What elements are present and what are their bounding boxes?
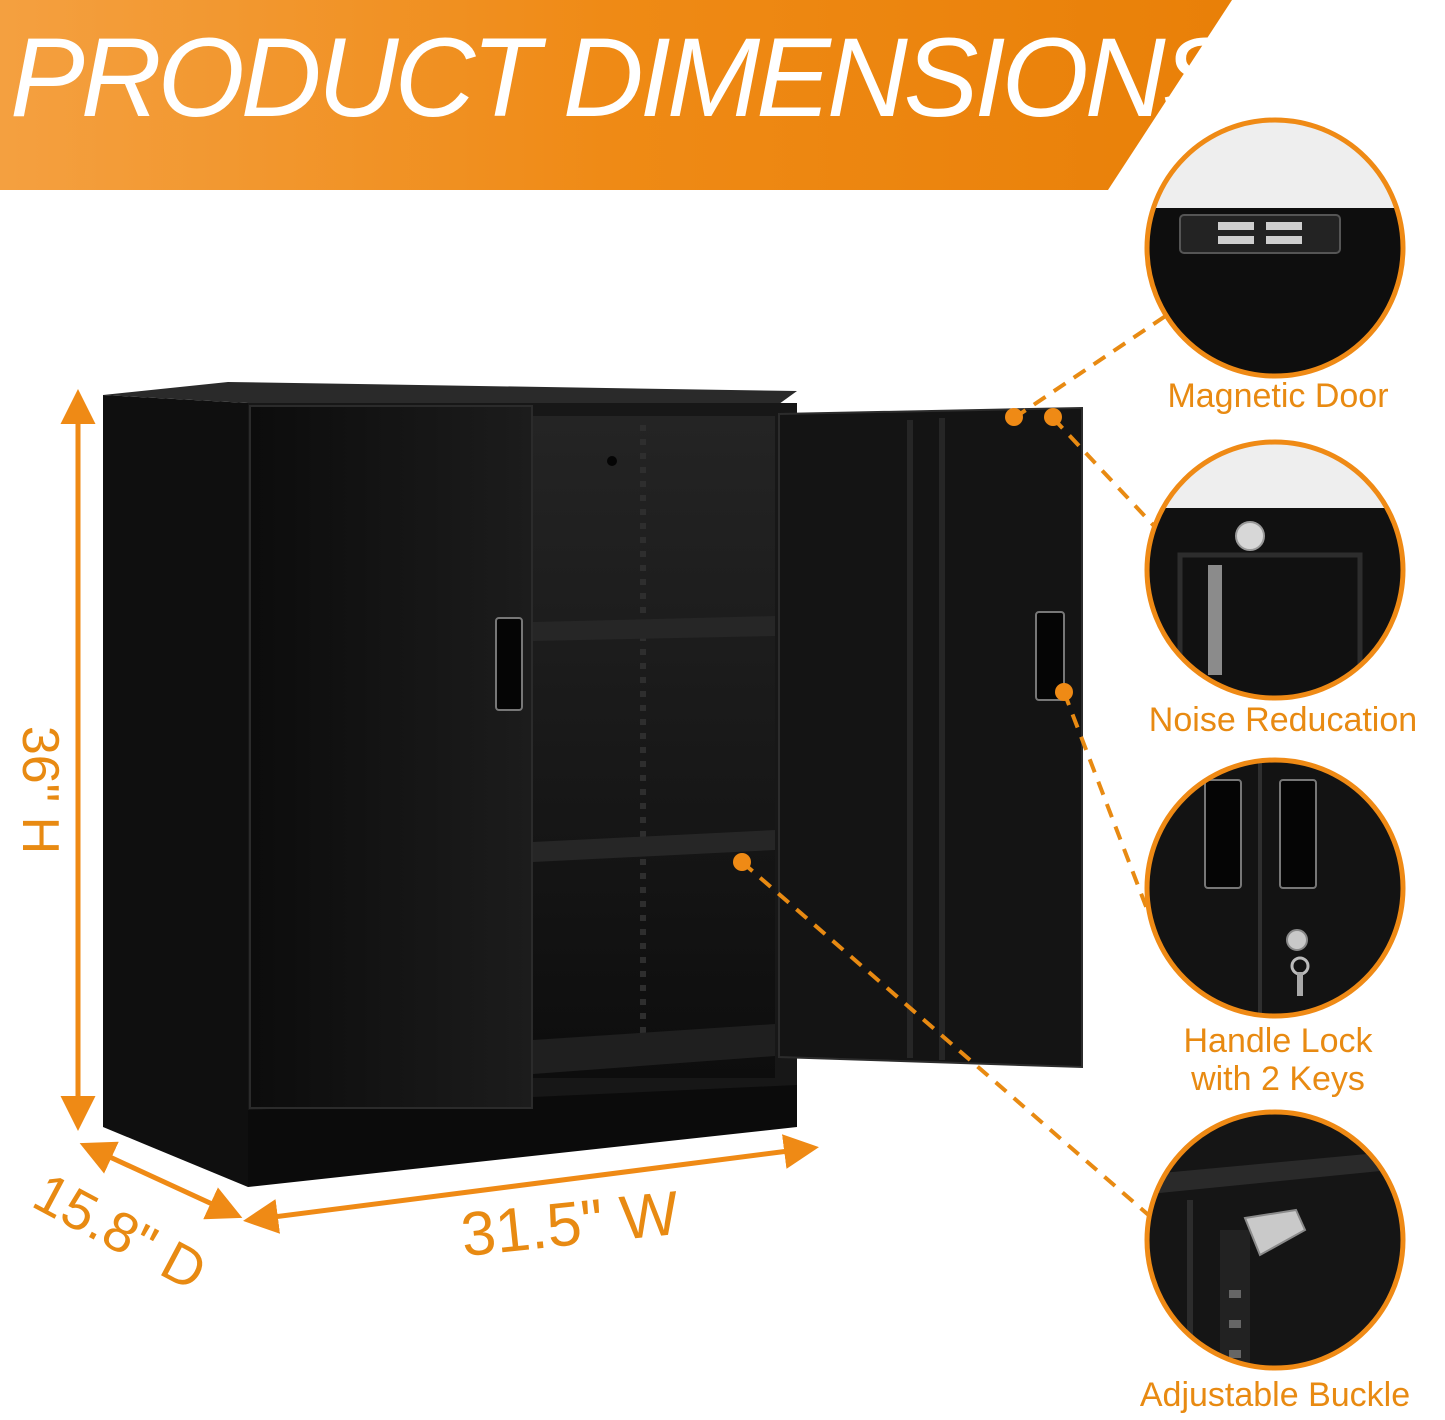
left-door [249,405,533,1109]
cabinet-top [103,382,797,404]
shelf-lower [533,830,775,862]
lock-icon [1286,929,1308,951]
cabinet-side-panel [103,395,248,1187]
cabinet-floor [533,1024,775,1074]
feature-handle-lock [1144,757,1406,1019]
feature-label-handle-lock-line1: Handle Lock [1183,1022,1373,1060]
page-title: PRODUCT DIMENSIONS [10,15,1236,140]
depth-arrow [79,1141,243,1220]
feature-noise-reduction [1144,439,1406,701]
feature-label-handle-lock-line2: with 2 Keys [1191,1060,1365,1099]
feature-label-adjustable-buckle: Adjustable Buckle [1139,1376,1411,1414]
dot-adjustable-buckle [733,853,751,871]
feature-label-handle-lock: Handle Lock with 2 Keys [1113,1022,1443,1098]
dot-magnetic-door [1005,408,1023,426]
feature-label-magnetic-door: Magnetic Door [1167,377,1389,415]
feature-magnetic-door [1144,117,1406,379]
leader-noise-reduction [1051,416,1157,529]
leader-handle-lock [1062,691,1157,931]
feature-label-noise-reduction: Noise Reducation [1148,701,1418,739]
feature-adjustable-buckle [1144,1109,1406,1371]
width-arrow [243,1134,819,1234]
leader-lines [740,311,1172,1227]
bumper-icon [1235,521,1265,551]
left-door-handle [495,617,523,711]
leader-dots [733,408,1073,871]
banner-shape [0,0,1232,190]
leader-magnetic-door [1012,311,1172,420]
magnetic-catch-icon [1179,214,1341,254]
height-dimension-label: 36" H [11,725,69,855]
cabinet-interior [533,416,775,1078]
right-door-handle [1035,611,1065,701]
shelf-clip-icon [1243,1208,1307,1257]
dot-noise-reduction [1044,408,1062,426]
right-door [778,406,1083,1069]
storage-cabinet [103,382,1083,1187]
hanging-hole [607,456,617,466]
dot-handle-lock [1055,683,1073,701]
shelf-upper [533,616,775,641]
title-banner [0,0,1232,190]
leader-adjustable-buckle [740,860,1162,1227]
